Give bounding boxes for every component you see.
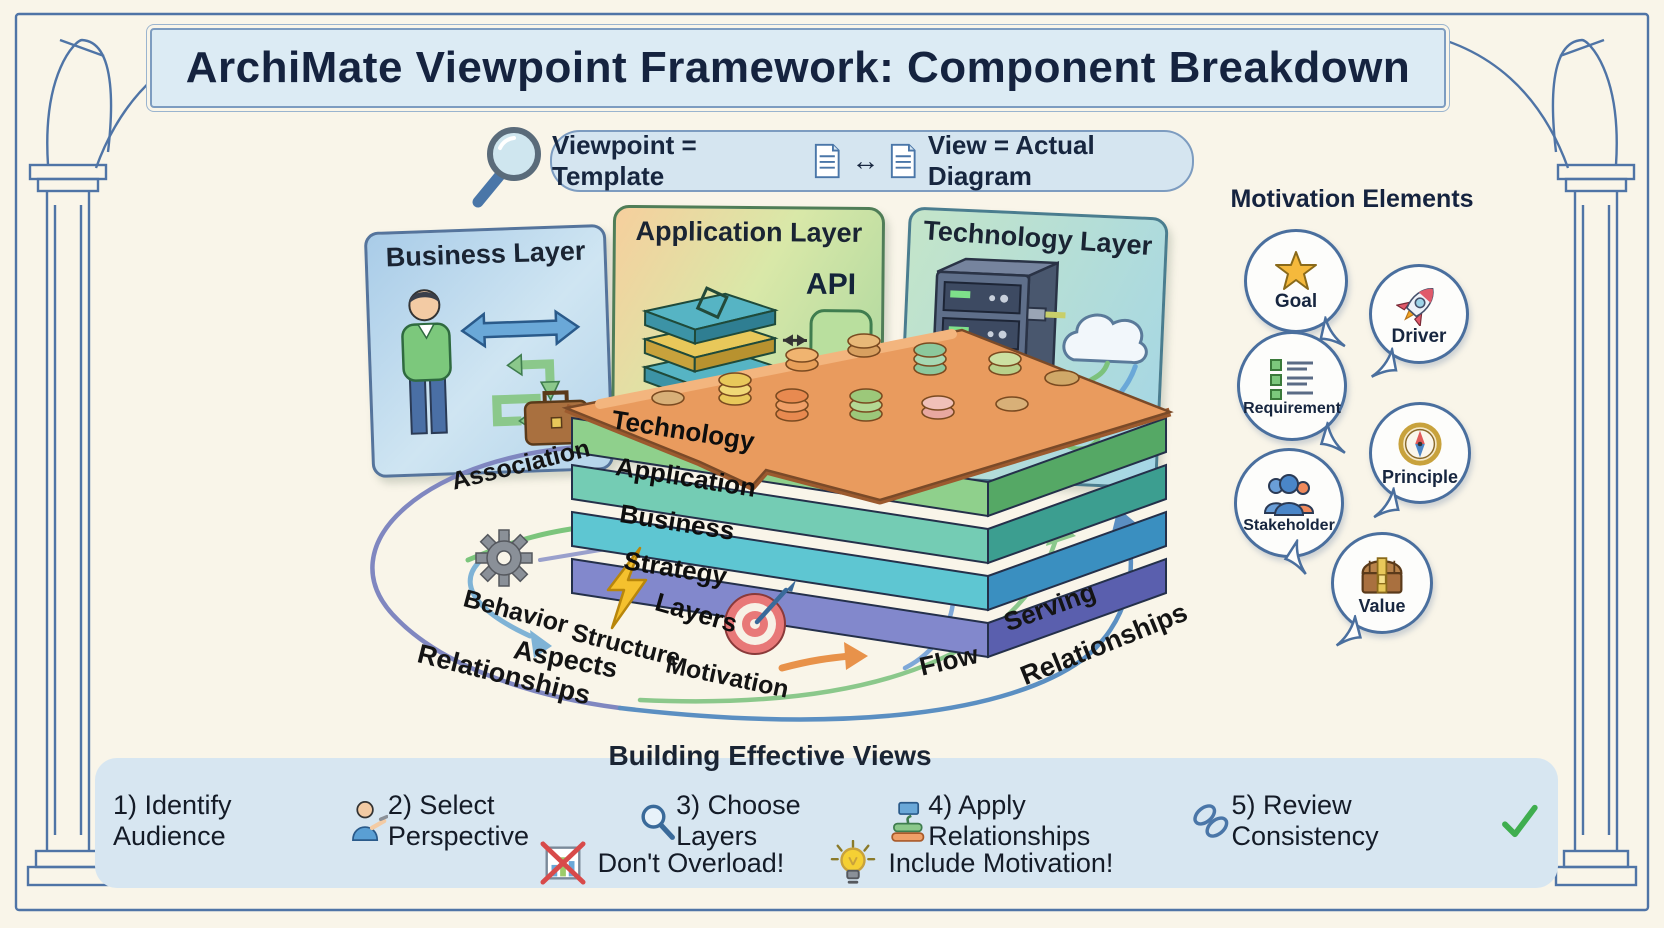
people-icon	[1263, 473, 1315, 516]
building-views-heading: Building Effective Views	[608, 740, 932, 771]
building-views-panel: 1) Identify Audience 2) Select Perspecti…	[95, 758, 1558, 888]
motivation-bubble-goal: Goal	[1244, 229, 1348, 348]
notes-row: Don't Overload! Include Motivation!	[95, 840, 1558, 886]
target-icon	[724, 580, 800, 655]
motivation-bubble-requirement: Requirement	[1237, 331, 1347, 454]
step-choose-layers: 3) Choose Layers	[676, 790, 928, 852]
cloud-icon	[1062, 313, 1148, 364]
motivation-bubble-value: Value	[1331, 532, 1433, 647]
step-select-perspective: 2) Select Perspective	[388, 790, 676, 852]
motivation-elements-heading: Motivation Elements	[1230, 185, 1474, 213]
title-banner: ArchiMate Viewpoint Framework: Component…	[150, 28, 1446, 108]
bidirectional-arrow: ↔	[851, 145, 880, 176]
presenter-icon	[352, 801, 388, 841]
no-overload-icon	[540, 841, 586, 885]
step-label: 4) Apply Relationships	[928, 790, 1091, 851]
chain-link-icon	[1193, 804, 1229, 838]
step-label: 3) Choose Layers	[676, 790, 801, 851]
treasure-chest-icon	[1361, 556, 1403, 594]
lightbulb-icon	[831, 840, 876, 884]
compass-icon	[1398, 421, 1442, 466]
bubble-label: Stakeholder	[1243, 516, 1335, 534]
note-label: Include Motivation!	[888, 847, 1114, 878]
step-identify-audience: 1) Identify Audience	[113, 790, 388, 852]
note-include-motivation: Include Motivation!	[830, 840, 1113, 886]
bubble-label: Goal	[1274, 291, 1318, 312]
checklist-icon	[1270, 358, 1313, 400]
page-title: ArchiMate Viewpoint Framework: Component…	[185, 43, 1411, 92]
viewpoint-board	[561, 328, 1174, 505]
bubble-tail	[1335, 614, 1363, 647]
step-label: 2) Select Perspective	[387, 790, 529, 851]
note-dont-overload: Don't Overload!	[540, 840, 785, 886]
checkmark-icon	[1502, 804, 1538, 838]
rocket-icon	[1396, 288, 1434, 326]
motivation-bubble-driver: Driver	[1369, 264, 1469, 378]
document-icon	[814, 143, 840, 179]
magnifier-icon	[641, 804, 676, 840]
bubble-label: Value	[1358, 595, 1406, 616]
lens-left-text: Viewpoint = Template	[552, 130, 697, 191]
lightning-icon	[606, 546, 648, 630]
bubble-label: Driver	[1391, 326, 1447, 347]
bubble-label: Principle	[1381, 466, 1459, 487]
board-tokens	[651, 333, 1080, 422]
motivation-bubble-principle: Principle	[1369, 402, 1471, 519]
step-label: 5) Review Consistency	[1231, 790, 1379, 851]
step-apply-relationships: 4) Apply Relationships	[928, 790, 1231, 852]
gear-icon	[475, 529, 533, 587]
bubble-tail	[1319, 420, 1346, 454]
bubble-tail	[1370, 347, 1398, 378]
magnifier-icon	[472, 127, 541, 208]
double-arrow-icon	[460, 309, 581, 349]
lens-banner: Viewpoint = Template ↔ View = Actual Dia…	[550, 130, 1194, 192]
document-icon	[891, 143, 916, 179]
layer-stack	[571, 416, 1167, 659]
bubble-label: Requirement	[1243, 399, 1341, 417]
star-icon	[1275, 251, 1317, 290]
lens-right-text: View = Actual Diagram	[927, 130, 1095, 191]
layer-stack-icon	[890, 801, 924, 842]
motivation-bubble-stakeholder: Stakeholder	[1234, 448, 1344, 575]
steps-row: 1) Identify Audience 2) Select Perspecti…	[113, 790, 1540, 852]
step-review-consistency: 5) Review Consistency	[1232, 790, 1540, 852]
step-label: 1) Identify Audience	[113, 790, 232, 851]
note-label: Don't Overload!	[597, 847, 785, 878]
person-figure-icon	[401, 289, 452, 435]
bubble-tail	[1283, 537, 1307, 575]
bubble-tail	[1373, 486, 1400, 519]
bubble-tail	[1319, 315, 1346, 348]
flow-arrows-icon	[492, 359, 555, 427]
